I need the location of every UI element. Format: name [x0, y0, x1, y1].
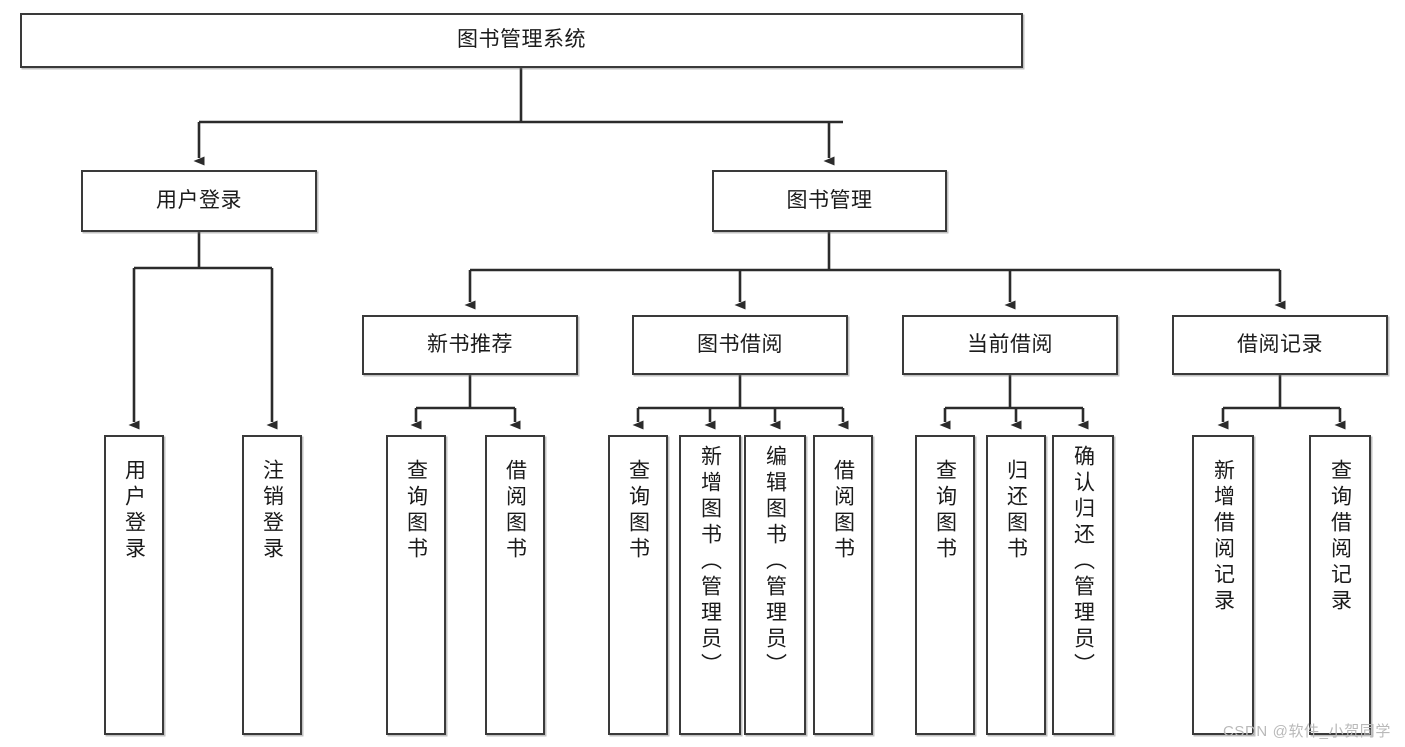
node-book-manage-label: 图书管理: [786, 188, 873, 212]
node-current-borrow[interactable]: 当前借阅: [902, 315, 1118, 375]
leaf-add-borrow-record[interactable]: 新增借阅记录: [1192, 435, 1254, 735]
leaf-borrow-book[interactable]: 借阅图书: [813, 435, 873, 735]
node-borrow-record[interactable]: 借阅记录: [1172, 315, 1388, 375]
node-book-manage[interactable]: 图书管理: [712, 170, 947, 232]
leaf-confirm-return-admin[interactable]: 确认归还（管理员）: [1052, 435, 1114, 735]
leaf-query-book-current[interactable]: 查询图书: [915, 435, 975, 735]
csdn-watermark: CSDN @软件_小贺同学: [1222, 723, 1391, 740]
leaf-query-book-borrow[interactable]: 查询图书: [608, 435, 668, 735]
leaf-user-login[interactable]: 用户登录: [104, 435, 164, 735]
node-book-borrow[interactable]: 图书借阅: [632, 315, 848, 375]
node-root[interactable]: 图书管理系统: [20, 13, 1023, 68]
leaf-add-book-admin-label: 新增图书（管理员）: [698, 445, 722, 679]
node-current-borrow-label: 当前借阅: [967, 332, 1053, 356]
node-root-label: 图书管理系统: [457, 28, 586, 52]
leaf-return-book-label: 归还图书: [1004, 459, 1028, 563]
node-borrow-record-label: 借阅记录: [1237, 332, 1323, 356]
leaf-query-borrow-record-label: 查询借阅记录: [1328, 459, 1352, 615]
node-user-login[interactable]: 用户登录: [81, 170, 317, 232]
leaf-logout-login-label: 注销登录: [260, 459, 284, 563]
leaf-confirm-return-admin-label: 确认归还（管理员）: [1071, 445, 1095, 679]
node-new-book-rec[interactable]: 新书推荐: [362, 315, 578, 375]
leaf-edit-book-admin[interactable]: 编辑图书（管理员）: [744, 435, 806, 735]
leaf-user-login-label: 用户登录: [122, 459, 146, 563]
node-book-borrow-label: 图书借阅: [697, 332, 783, 356]
leaf-query-book-rec[interactable]: 查询图书: [386, 435, 446, 735]
leaf-query-book-rec-label: 查询图书: [404, 459, 428, 563]
leaf-query-book-borrow-label: 查询图书: [626, 459, 650, 563]
leaf-query-borrow-record[interactable]: 查询借阅记录: [1309, 435, 1371, 735]
leaf-add-book-admin[interactable]: 新增图书（管理员）: [679, 435, 741, 735]
leaf-query-book-current-label: 查询图书: [933, 459, 957, 563]
node-new-book-rec-label: 新书推荐: [427, 332, 513, 356]
node-user-login-label: 用户登录: [156, 188, 242, 212]
leaf-logout-login[interactable]: 注销登录: [242, 435, 302, 735]
leaf-edit-book-admin-label: 编辑图书（管理员）: [763, 445, 787, 679]
leaf-return-book[interactable]: 归还图书: [986, 435, 1046, 735]
leaf-add-borrow-record-label: 新增借阅记录: [1211, 459, 1235, 615]
leaf-borrow-book-rec-label: 借阅图书: [503, 459, 527, 563]
leaf-borrow-book-rec[interactable]: 借阅图书: [485, 435, 545, 735]
leaf-borrow-book-label: 借阅图书: [831, 459, 855, 563]
